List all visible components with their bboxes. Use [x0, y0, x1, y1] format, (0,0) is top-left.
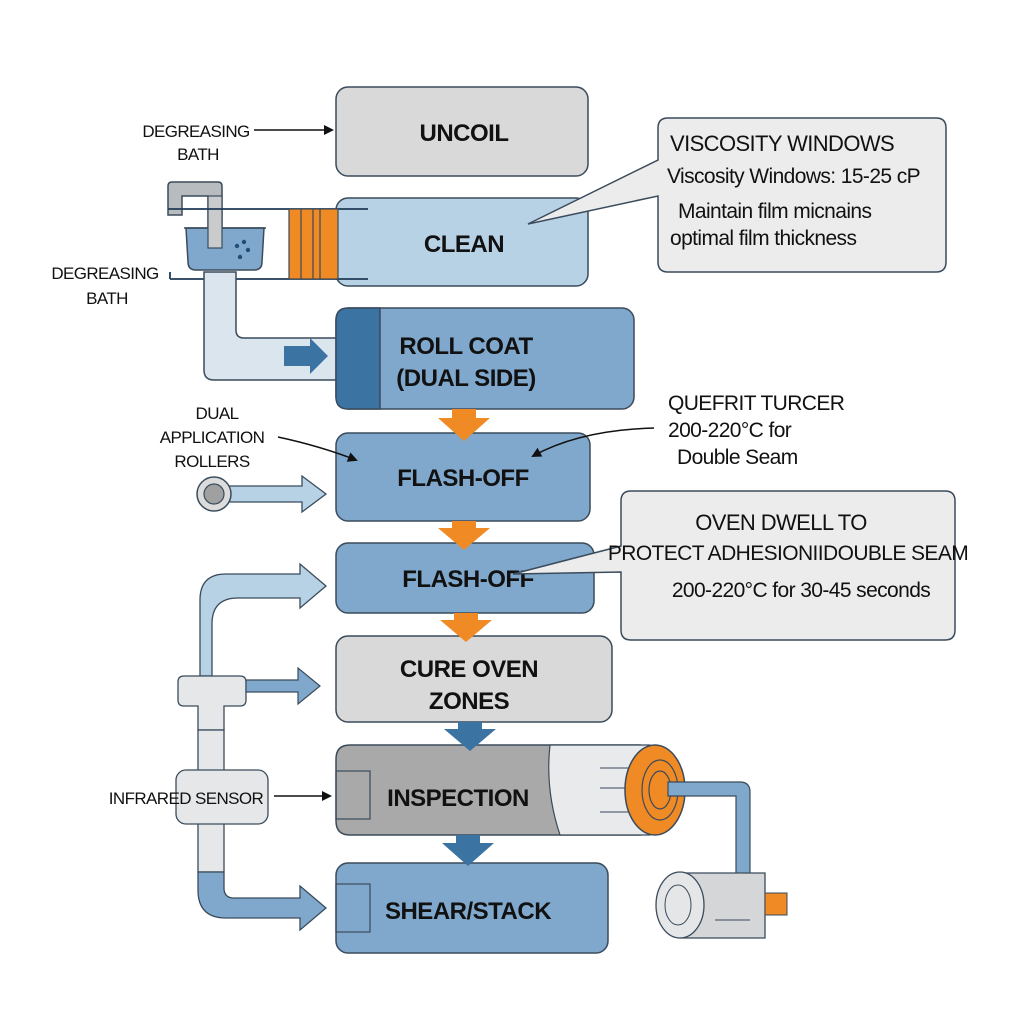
stage-flash-off-2[interactable]: FLASH-OFF — [335, 542, 595, 614]
arrow-down-icon — [438, 409, 490, 441]
degreasing-bath-label-left-line2: BATH — [86, 289, 128, 308]
quefrit-pointer-arrow — [531, 427, 655, 457]
stage-uncoil[interactable]: UNCOIL — [335, 86, 589, 177]
dual-rollers-label: DUAL — [196, 404, 239, 423]
stage-shear-stack[interactable]: SHEAR/STACK — [335, 862, 609, 954]
stage-label: INSPECTION — [387, 785, 529, 812]
dual-application-rollers — [196, 474, 328, 514]
degreasing-bath-apparatus — [167, 181, 368, 381]
callout-line: Viscosity Windows: 15-25 cP — [667, 165, 920, 188]
bath-tank-icon — [185, 227, 265, 271]
coil-icon — [655, 871, 705, 939]
dual-rollers-label-line2: APPLICATION — [160, 428, 265, 447]
stage-label: FLASH-OFF — [397, 465, 528, 492]
stage-label: CLEAN — [424, 231, 504, 258]
quefrit-label-line2: 200-220°C for — [668, 419, 792, 442]
flow-arrow-icon — [284, 338, 328, 374]
rollers-pointer-arrow — [277, 436, 358, 462]
stage-clean[interactable]: CLEAN — [319, 197, 589, 287]
stage-label: FLASH-OFF — [402, 566, 533, 593]
callout-line: 200-220°C for 30-45 seconds — [672, 579, 930, 602]
arrow-down-icon — [440, 613, 492, 642]
degreasing-bath-label-top: DEGREASING — [142, 122, 249, 141]
callout-title: OVEN DWELL TO — [695, 510, 867, 535]
sensor-piping — [175, 562, 328, 932]
callout-line: optimal film thickness — [670, 227, 856, 250]
callout-line: PROTECT ADHESIONIIDOUBLE SEAM — [608, 542, 968, 565]
stage-cure-oven[interactable]: CURE OVEN ZONES — [335, 635, 613, 723]
stage-label: UNCOIL — [420, 120, 509, 147]
callout-line: Maintain film micnains — [678, 200, 871, 223]
stage-flash-off-1[interactable]: FLASH-OFF — [335, 432, 591, 522]
flow-arrows — [438, 409, 496, 866]
degreasing-bath-label-left: DEGREASING — [51, 264, 158, 283]
stage-label: SHEAR/STACK — [385, 898, 552, 925]
oven-dwell-callout: OVEN DWELL TO PROTECT ADHESIONIIDOUBLE S… — [512, 490, 969, 641]
stage-label-line2: ZONES — [429, 688, 510, 715]
roller-icon — [335, 307, 381, 410]
stage-inspection[interactable]: INSPECTION — [335, 744, 686, 836]
callout-title: VISCOSITY WINDOWS — [670, 131, 894, 156]
stage-label: ROLL COAT — [399, 333, 533, 360]
arrow-down-icon — [442, 835, 494, 866]
stage-label: CURE OVEN — [400, 656, 538, 683]
stage-label-line2: (DUAL SIDE) — [396, 365, 535, 392]
pipe-joint-icon — [177, 675, 247, 731]
viscosity-callout: VISCOSITY WINDOWS Viscosity Windows: 15-… — [527, 117, 947, 273]
infrared-sensor-label: INFRARED SENSOR — [109, 789, 264, 808]
degreasing-bath-label-top-line2: BATH — [177, 145, 219, 164]
quefrit-label-line3: Double Seam — [677, 446, 798, 469]
arrow-down-icon — [444, 722, 496, 751]
quefrit-label: QUEFRIT TURCER — [668, 392, 845, 415]
arrow-down-icon — [438, 521, 490, 550]
rewind-coil — [655, 781, 788, 939]
stage-roll-coat[interactable]: ROLL COAT (DUAL SIDE) — [335, 307, 635, 410]
dual-rollers-label-line3: ROLLERS — [174, 452, 249, 471]
infrared-sensor-icon — [175, 769, 269, 825]
